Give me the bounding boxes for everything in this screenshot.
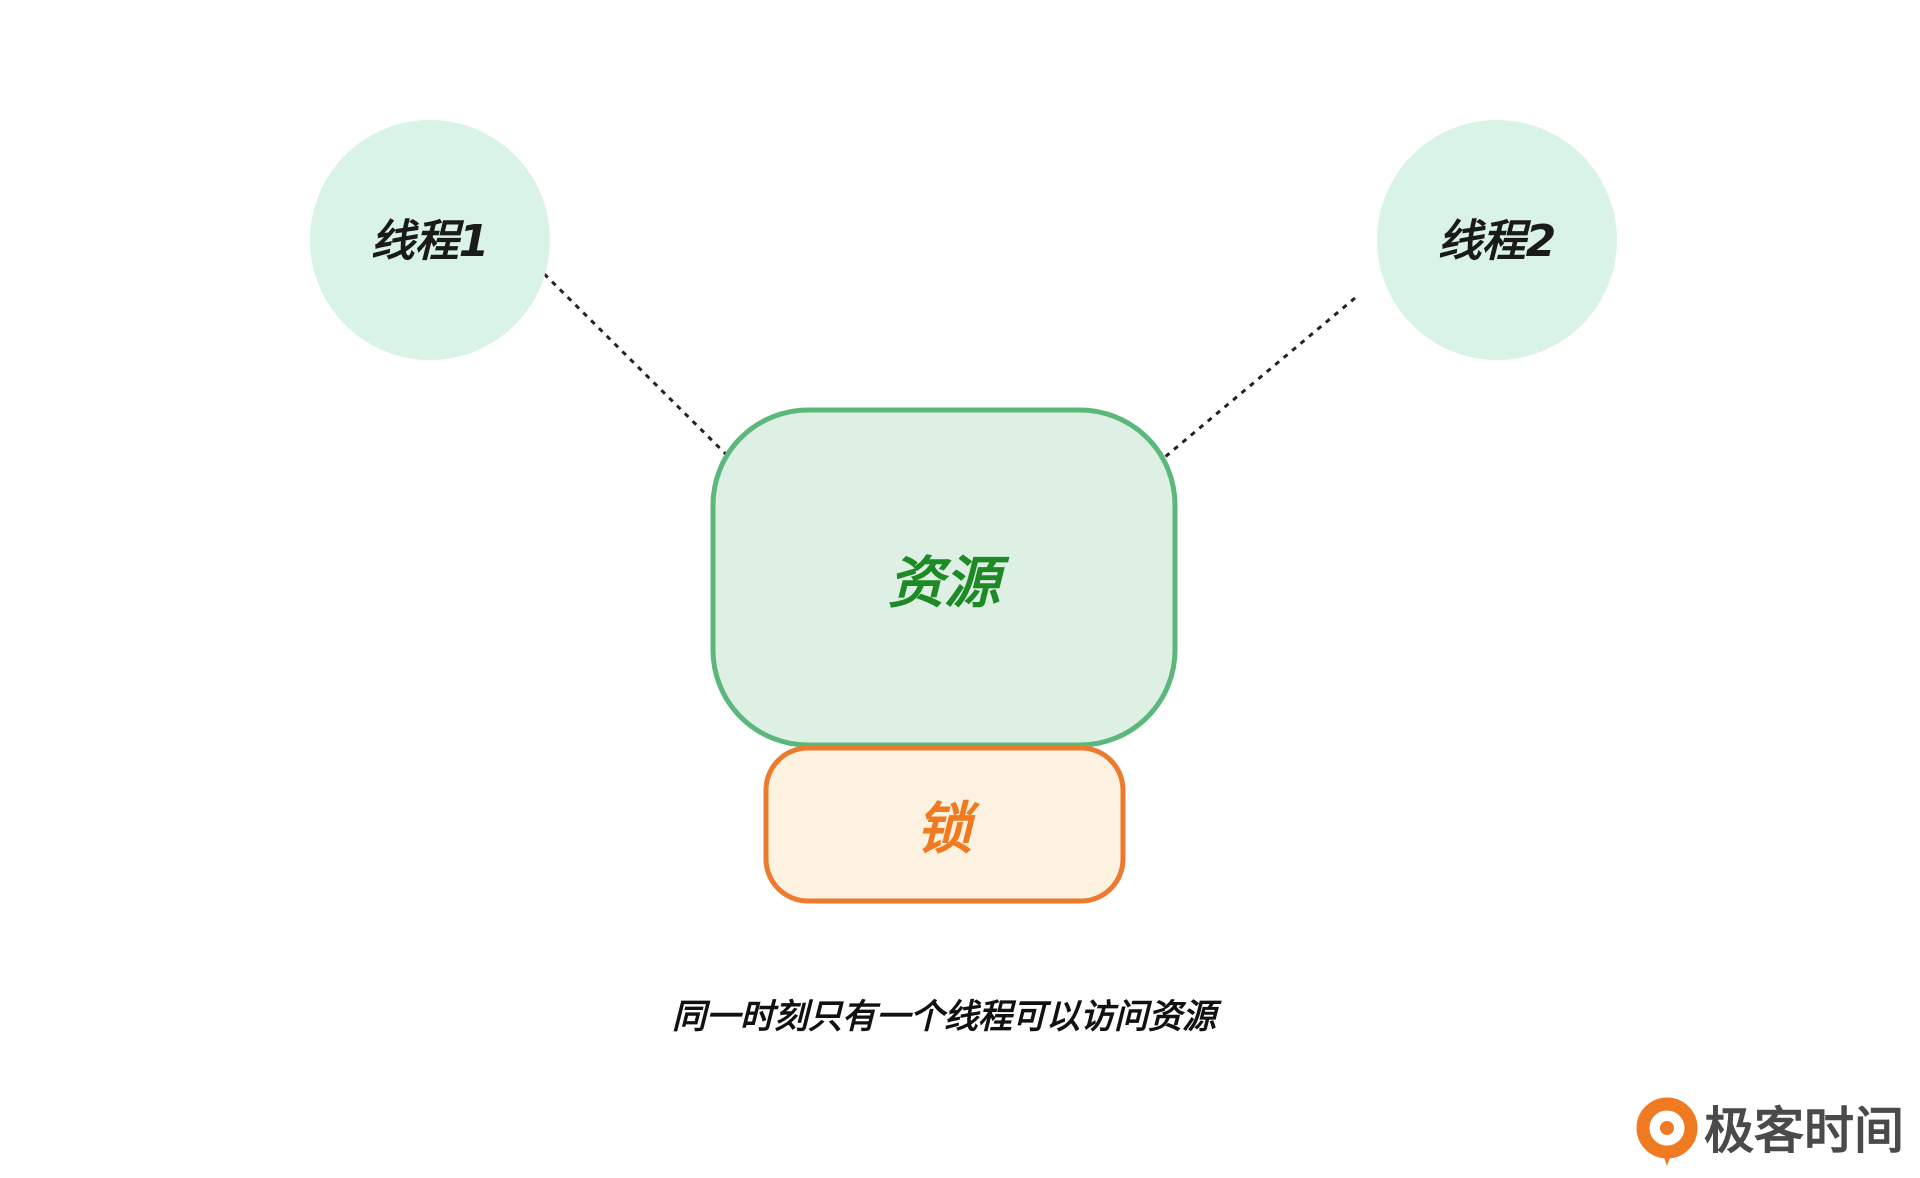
resource-label: 资源 [888,551,1010,616]
brand-name: 极客时间 [1704,1102,1904,1160]
thread-1-circle [310,120,550,360]
thread-1-label: 线程1 [371,216,490,267]
thread-2-label: 线程2 [1438,216,1557,267]
thread-1-node: 线程1 [310,120,550,360]
thread-2-node: 线程2 [1377,120,1617,360]
resource-node: 资源 [710,407,1178,748]
lock-label: 锁 [916,797,980,862]
thread-2-circle [1377,120,1617,360]
lock-node: 锁 [763,745,1126,904]
connector-thread2-resource [1164,296,1356,459]
brand-logo-icon [1636,1097,1698,1166]
lock-box [763,745,1126,904]
connector-thread1-resource [511,241,754,482]
resource-box [710,407,1178,748]
brand-logo: 极客时间 [1636,1097,1904,1166]
diagram-caption: 同一时刻只有一个线程可以访问资源 [672,997,1222,1037]
